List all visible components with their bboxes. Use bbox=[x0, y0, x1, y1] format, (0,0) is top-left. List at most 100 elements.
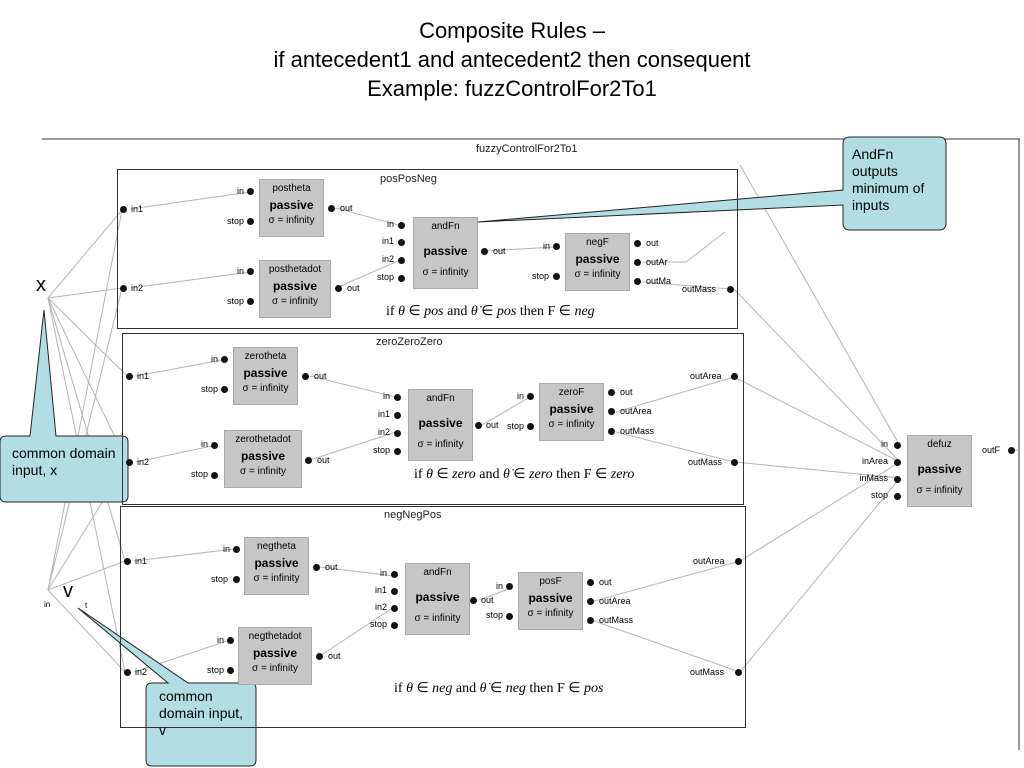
port-dot[interactable] bbox=[316, 653, 323, 660]
port-dot[interactable] bbox=[894, 493, 901, 500]
port-dot[interactable] bbox=[233, 576, 240, 583]
port-dot[interactable] bbox=[735, 558, 742, 565]
port-dot[interactable] bbox=[398, 275, 405, 282]
port-dot[interactable] bbox=[221, 356, 228, 363]
port-dot[interactable] bbox=[553, 243, 560, 250]
port-dot[interactable] bbox=[233, 546, 240, 553]
port-dot[interactable] bbox=[305, 457, 312, 464]
negthetadot-block[interactable]: negthetadot passive σ = infinity bbox=[238, 627, 312, 685]
rule-thetadot-set: neg bbox=[505, 681, 526, 696]
defuz-block[interactable]: defuz passive σ = infinity bbox=[907, 435, 972, 507]
port-dot[interactable] bbox=[608, 389, 615, 396]
negtheta-block[interactable]: negtheta passive σ = infinity bbox=[244, 537, 309, 595]
block-name: posthetadot bbox=[268, 264, 322, 275]
zerotheta-in: in bbox=[210, 354, 218, 364]
port-dot[interactable] bbox=[553, 273, 560, 280]
posthetadot-block[interactable]: posthetadot passive σ = infinity bbox=[259, 260, 331, 318]
port-dot[interactable] bbox=[481, 248, 488, 255]
port-dot[interactable] bbox=[247, 188, 254, 195]
andFn1-block[interactable]: andFn passive σ = infinity bbox=[413, 217, 478, 289]
block-name: postheta bbox=[272, 183, 311, 194]
postheta-block[interactable]: postheta passive σ = infinity bbox=[259, 179, 324, 237]
negtheta-out: out bbox=[325, 562, 338, 572]
negthetadot-stop: stop bbox=[206, 665, 224, 675]
port-dot[interactable] bbox=[527, 393, 534, 400]
port-dot[interactable] bbox=[527, 423, 534, 430]
port-dot[interactable] bbox=[634, 259, 641, 266]
port-dot[interactable] bbox=[328, 205, 335, 212]
andFn2-block[interactable]: andFn passive σ = infinity bbox=[408, 389, 473, 461]
wire-group bbox=[47, 164, 1019, 673]
port-dot[interactable] bbox=[221, 386, 228, 393]
port-dot[interactable] bbox=[894, 459, 901, 466]
port-dot[interactable] bbox=[394, 412, 401, 419]
port-dot[interactable] bbox=[302, 373, 309, 380]
port-dot[interactable] bbox=[475, 422, 482, 429]
port-dot[interactable] bbox=[398, 257, 405, 264]
port-dot[interactable] bbox=[124, 669, 131, 676]
port-dot[interactable] bbox=[1008, 447, 1015, 454]
posPosNeg-rule: if θ ∈ pos and θ̇ ∈ pos then F ∈ neg bbox=[386, 304, 595, 319]
block-state: passive bbox=[575, 252, 620, 266]
port-dot[interactable] bbox=[313, 564, 320, 571]
port-dot[interactable] bbox=[120, 285, 127, 292]
port-dot[interactable] bbox=[247, 298, 254, 305]
posPosNeg-title: posPosNeg bbox=[380, 173, 437, 185]
negNegPos-title: negNegPos bbox=[384, 509, 442, 521]
port-dot[interactable] bbox=[634, 240, 641, 247]
zeroZeroZero-in1: in1 bbox=[137, 371, 150, 381]
port-dot[interactable] bbox=[126, 459, 133, 466]
andFn3-stop: stop bbox=[369, 619, 387, 629]
port-dot[interactable] bbox=[335, 285, 342, 292]
port-dot[interactable] bbox=[731, 373, 738, 380]
negtheta-stop: stop bbox=[210, 574, 228, 584]
port-dot[interactable] bbox=[247, 218, 254, 225]
port-dot[interactable] bbox=[120, 206, 127, 213]
port-dot[interactable] bbox=[391, 571, 398, 578]
andFn2-in1: in1 bbox=[377, 409, 390, 419]
port-dot[interactable] bbox=[391, 622, 398, 629]
port-dot[interactable] bbox=[634, 278, 641, 285]
port-dot[interactable] bbox=[398, 222, 405, 229]
port-dot[interactable] bbox=[587, 579, 594, 586]
port-dot[interactable] bbox=[894, 476, 901, 483]
zeroF-block[interactable]: zeroF passive σ = infinity bbox=[539, 383, 604, 441]
port-dot[interactable] bbox=[894, 442, 901, 449]
port-dot[interactable] bbox=[394, 394, 401, 401]
port-dot[interactable] bbox=[608, 408, 615, 415]
zerothetadot-block[interactable]: zerothetadot passive σ = infinity bbox=[224, 430, 302, 488]
rule-then: then F bbox=[556, 467, 592, 482]
port-dot[interactable] bbox=[211, 442, 218, 449]
block-name: andFn bbox=[426, 393, 455, 404]
port-dot[interactable] bbox=[391, 605, 398, 612]
andFn1-stop: stop bbox=[376, 272, 394, 282]
port-dot[interactable] bbox=[126, 373, 133, 380]
andFn3-in: in bbox=[379, 568, 387, 578]
port-dot[interactable] bbox=[227, 637, 234, 644]
port-dot[interactable] bbox=[470, 597, 477, 604]
port-dot[interactable] bbox=[587, 598, 594, 605]
zerotheta-block[interactable]: zerotheta passive σ = infinity bbox=[233, 347, 298, 405]
port-dot[interactable] bbox=[506, 583, 513, 590]
block-state: passive bbox=[917, 462, 962, 476]
port-dot[interactable] bbox=[608, 428, 615, 435]
port-dot[interactable] bbox=[394, 448, 401, 455]
port-dot[interactable] bbox=[211, 472, 218, 479]
block-state: passive bbox=[254, 556, 299, 570]
negF-block[interactable]: negF passive σ = infinity bbox=[565, 233, 630, 291]
port-dot[interactable] bbox=[727, 286, 734, 293]
port-dot[interactable] bbox=[391, 588, 398, 595]
port-dot[interactable] bbox=[398, 239, 405, 246]
port-dot[interactable] bbox=[227, 667, 234, 674]
port-dot[interactable] bbox=[247, 268, 254, 275]
port-dot[interactable] bbox=[731, 459, 738, 466]
posF-block[interactable]: posF passive σ = infinity bbox=[518, 572, 583, 630]
posPosNeg-in1: in1 bbox=[131, 204, 144, 214]
port-dot[interactable] bbox=[124, 558, 131, 565]
negF-outAr: outAr bbox=[646, 257, 668, 267]
port-dot[interactable] bbox=[587, 617, 594, 624]
port-dot[interactable] bbox=[735, 669, 742, 676]
port-dot[interactable] bbox=[394, 430, 401, 437]
port-dot[interactable] bbox=[506, 613, 513, 620]
andFn3-block[interactable]: andFn passive σ = infinity bbox=[405, 563, 470, 635]
